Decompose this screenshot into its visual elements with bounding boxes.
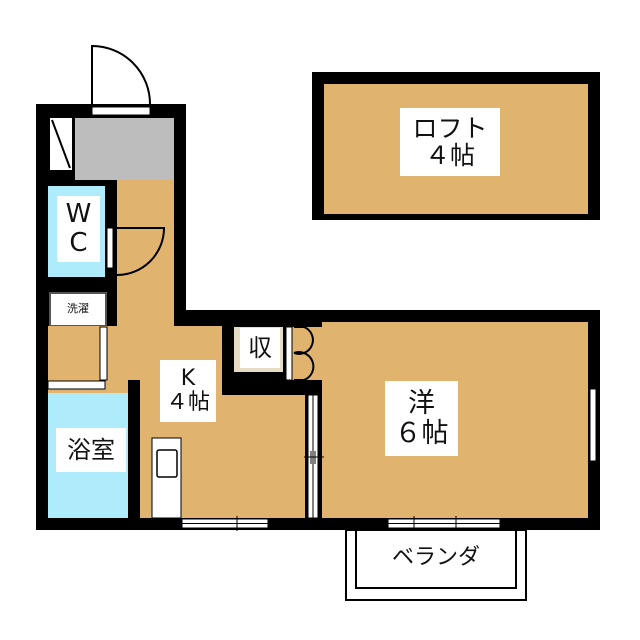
veranda-name: ベランダ: [391, 544, 480, 570]
bath-label: 浴室: [56, 428, 126, 472]
western-label: 洋 ６帖: [385, 381, 458, 456]
laundry-name: 洗濯: [67, 302, 89, 316]
veranda-label: ベランダ: [366, 540, 506, 576]
veranda: [345, 529, 527, 601]
sliding-partition[interactable]: [304, 394, 324, 519]
loft-label: ロフト ４帖: [400, 108, 500, 176]
kitchen-label: K ４帖: [160, 360, 216, 422]
western-size: ６帖: [394, 417, 449, 449]
loft-size: ４帖: [424, 141, 475, 170]
hallway-floor: [117, 180, 174, 326]
loft-name: ロフト: [412, 113, 488, 143]
kitchen-sink: [151, 437, 182, 519]
storage-door[interactable]: [285, 326, 315, 381]
entrance-door[interactable]: [91, 44, 151, 116]
kitchen-size: ４帖: [165, 390, 210, 415]
wc-line2: C: [69, 228, 88, 258]
storage-label: 収: [240, 328, 280, 368]
bath-name: 浴室: [67, 435, 115, 464]
kitchen-window[interactable]: [181, 516, 269, 531]
wc-label: W C: [57, 196, 100, 262]
laundry-label: 洗濯: [54, 297, 102, 322]
side-window[interactable]: [589, 388, 597, 462]
wc-line1: W: [65, 199, 92, 230]
western-window[interactable]: [387, 516, 501, 531]
western-name: 洋: [408, 387, 435, 419]
storage-name: 収: [248, 333, 272, 362]
wc-door[interactable]: [106, 227, 166, 276]
kitchen-name: K: [180, 365, 196, 391]
entrance-floor: [75, 118, 174, 180]
